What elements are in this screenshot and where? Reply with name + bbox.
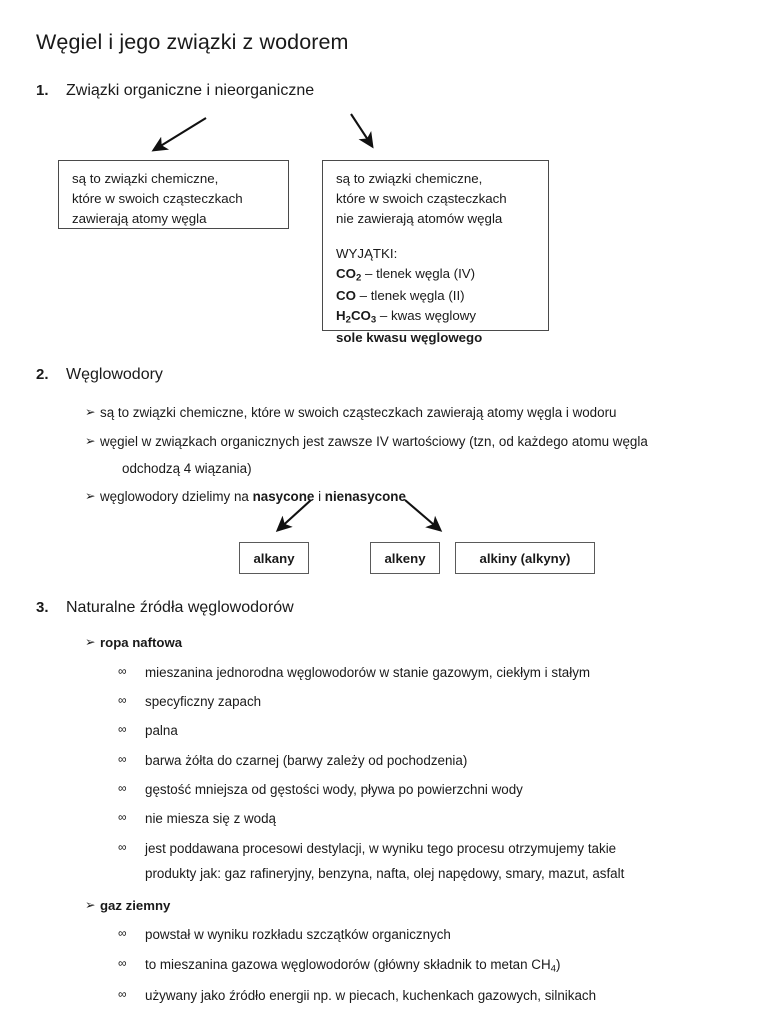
list-group-title: ➢ ropa naftowa [85, 634, 745, 652]
infinity-bullet-icon: ∞ [118, 722, 127, 737]
tagbox-alkany: alkany [239, 542, 309, 574]
organic-line-1: są to związki chemiczne, [72, 171, 219, 186]
tagbox-alkiny-label: alkiny (alkyny) [479, 550, 571, 566]
list-item-text: ropa naftowa [100, 635, 183, 650]
tagbox-alkeny: alkeny [370, 542, 440, 574]
definition-box-organic: są to związki chemiczne, które w swoich … [58, 160, 289, 229]
list-item-text: gęstość mniejsza od gęstości wody, pływa… [145, 781, 523, 797]
infinity-bullet-icon: ∞ [118, 955, 127, 970]
infinity-bullet-icon: ∞ [118, 663, 127, 678]
tagbox-alkiny: alkiny (alkyny) [455, 542, 595, 574]
list-item: ∞ palna [85, 722, 745, 740]
exception-formula: sole kwasu węglowego [336, 329, 483, 345]
exception-formula: CO [336, 287, 356, 303]
infinity-bullet-icon: ∞ [118, 751, 127, 766]
section-title-1: Związki organiczne i nieorganiczne [66, 82, 315, 99]
document-page: Węgiel i jego związki z wodorem 1. Związ… [36, 30, 745, 1004]
exceptions-list: CO2 – tlenek węgla (IV)CO – tlenek węgla… [336, 264, 537, 348]
list-item: ∞ specyficzny zapach [85, 693, 745, 711]
list-item: ∞ powstał w wyniku rozkładu szczątków org… [85, 926, 745, 944]
list-item-text: węgiel w związkach organicznych jest zaw… [100, 433, 745, 478]
tagbox-alkany-label: alkany [253, 550, 295, 566]
list-item-text: węglowodory dzielimy na nasycone i niena… [100, 489, 406, 505]
list-item-text: jest poddawana procesowi destylacji, w w… [145, 840, 745, 884]
section-number-3: 3. [36, 599, 49, 616]
list-item: ∞ barwa żółta do czarnej (barwy zależy od… [85, 752, 745, 770]
list-item-text: mieszanina jednorodna węglowodorów w sta… [145, 664, 591, 680]
definition-box-inorganic: są to związki chemiczne, które w swoich … [322, 160, 549, 345]
list-item-text: gaz ziemny [100, 897, 171, 913]
list-item-text: specyficzny zapach [145, 693, 262, 709]
arrowhead-bullet-icon: ➢ [85, 405, 96, 419]
list-item-text: to mieszanina gazowa węglowodorów (główn… [145, 956, 561, 974]
section-title-2: Węglowodory [66, 366, 163, 383]
exception-description: – tlenek węgla (II) [355, 287, 465, 303]
list-item: ∞ mieszanina jednorodna węglowodorów w st… [85, 664, 745, 682]
exceptions-label: WYJĄTKI: [336, 245, 398, 261]
list-item: ➢ węglowodory dzielimy na nasycone i nien… [85, 488, 745, 506]
inorganic-line-1: są to związki chemiczne, [336, 171, 483, 186]
list-item-text: używany jako źródło energii np. w piecac… [145, 988, 597, 1004]
section-heading-3: 3. Naturalne źródła węglowodorów [36, 599, 294, 617]
list-item-text: nie miesza się z wodą [145, 811, 276, 827]
list-item: ∞ gęstość mniejsza od gęstości wody, pływ… [85, 781, 745, 799]
bullet-list-zrodla: ➢ ropa naftowa ∞ mieszanina jednorodna węgl… [85, 634, 745, 1017]
arrowhead-bullet-icon: ➢ [85, 635, 96, 649]
list-item-text: barwa żółta do czarnej (barwy zależy od … [145, 752, 468, 768]
list-item-continuation: odchodzą 4 wiązania) [122, 460, 252, 476]
section-heading-2: 2. Węglowodory [36, 366, 163, 384]
list-item-text: powstał w wyniku rozkładu szczątków orga… [145, 927, 451, 943]
list-item: ➢ są to związki chemiczne, które w swoich… [85, 404, 745, 422]
list-item: ∞ jest poddawana procesowi destylacji, w … [85, 840, 745, 884]
section-number-1: 1. [36, 82, 49, 99]
exception-item: sole kwasu węglowego [336, 328, 537, 348]
exception-description: – kwas węglowy [376, 307, 476, 323]
arrow-to-inorganic-box [350, 113, 374, 149]
infinity-bullet-icon: ∞ [118, 780, 127, 795]
exception-formula: H2CO3 [336, 307, 377, 326]
exception-description: – tlenek węgla (IV) [361, 265, 476, 281]
infinity-bullet-icon: ∞ [118, 839, 127, 854]
list-item-text: palna [145, 723, 178, 739]
arrowhead-bullet-icon: ➢ [85, 489, 96, 504]
exceptions-block: WYJĄTKI: CO2 – tlenek węgla (IV)CO – tle… [336, 244, 537, 348]
tagbox-alkeny-label: alkeny [384, 550, 426, 566]
section-title-3: Naturalne źródła węglowodorów [66, 599, 294, 616]
list-group-title: ➢ gaz ziemny [85, 897, 745, 915]
infinity-bullet-icon: ∞ [118, 692, 127, 707]
exception-formula: CO2 [336, 265, 362, 284]
inorganic-line-3: nie zawierają atomów węgla [336, 211, 503, 227]
infinity-bullet-icon: ∞ [118, 987, 127, 1002]
infinity-bullet-icon: ∞ [118, 810, 127, 825]
page-title: Węgiel i jego związki z wodorem [36, 30, 349, 54]
arrowhead-bullet-icon: ➢ [85, 433, 96, 448]
exception-item: CO – tlenek węgla (II) [336, 286, 537, 306]
list-item: ∞ używany jako źródło energii np. w pieca… [85, 987, 745, 1005]
arrowhead-bullet-icon: ➢ [85, 897, 96, 912]
section-number-2: 2. [36, 366, 49, 383]
list-item: ➢ węgiel w związkach organicznych jest za… [85, 433, 745, 478]
exception-item: H2CO3 – kwas węglowy [336, 306, 537, 328]
list-item: ∞ nie miesza się z wodą [85, 810, 745, 828]
bullet-list-weglowodory: ➢ są to związki chemiczne, które w swoich… [85, 404, 745, 517]
list-item-continuation: produkty jak: gaz rafineryjny, benzyna, … [145, 866, 625, 882]
list-item: ∞ to mieszanina gazowa węglowodorów (głów… [85, 956, 745, 976]
list-item-text: są to związki chemiczne, które w swoich … [100, 405, 617, 420]
exception-item: CO2 – tlenek węgla (IV) [336, 264, 537, 286]
organic-line-3: zawierają atomy węgla [72, 211, 207, 227]
arrow-to-organic-box [151, 117, 207, 152]
infinity-bullet-icon: ∞ [118, 926, 127, 941]
organic-line-2: które w swoich cząsteczkach [72, 191, 243, 207]
inorganic-line-2: które w swoich cząsteczkach [336, 191, 507, 207]
section-heading-1: 1. Związki organiczne i nieorganiczne [36, 82, 314, 100]
